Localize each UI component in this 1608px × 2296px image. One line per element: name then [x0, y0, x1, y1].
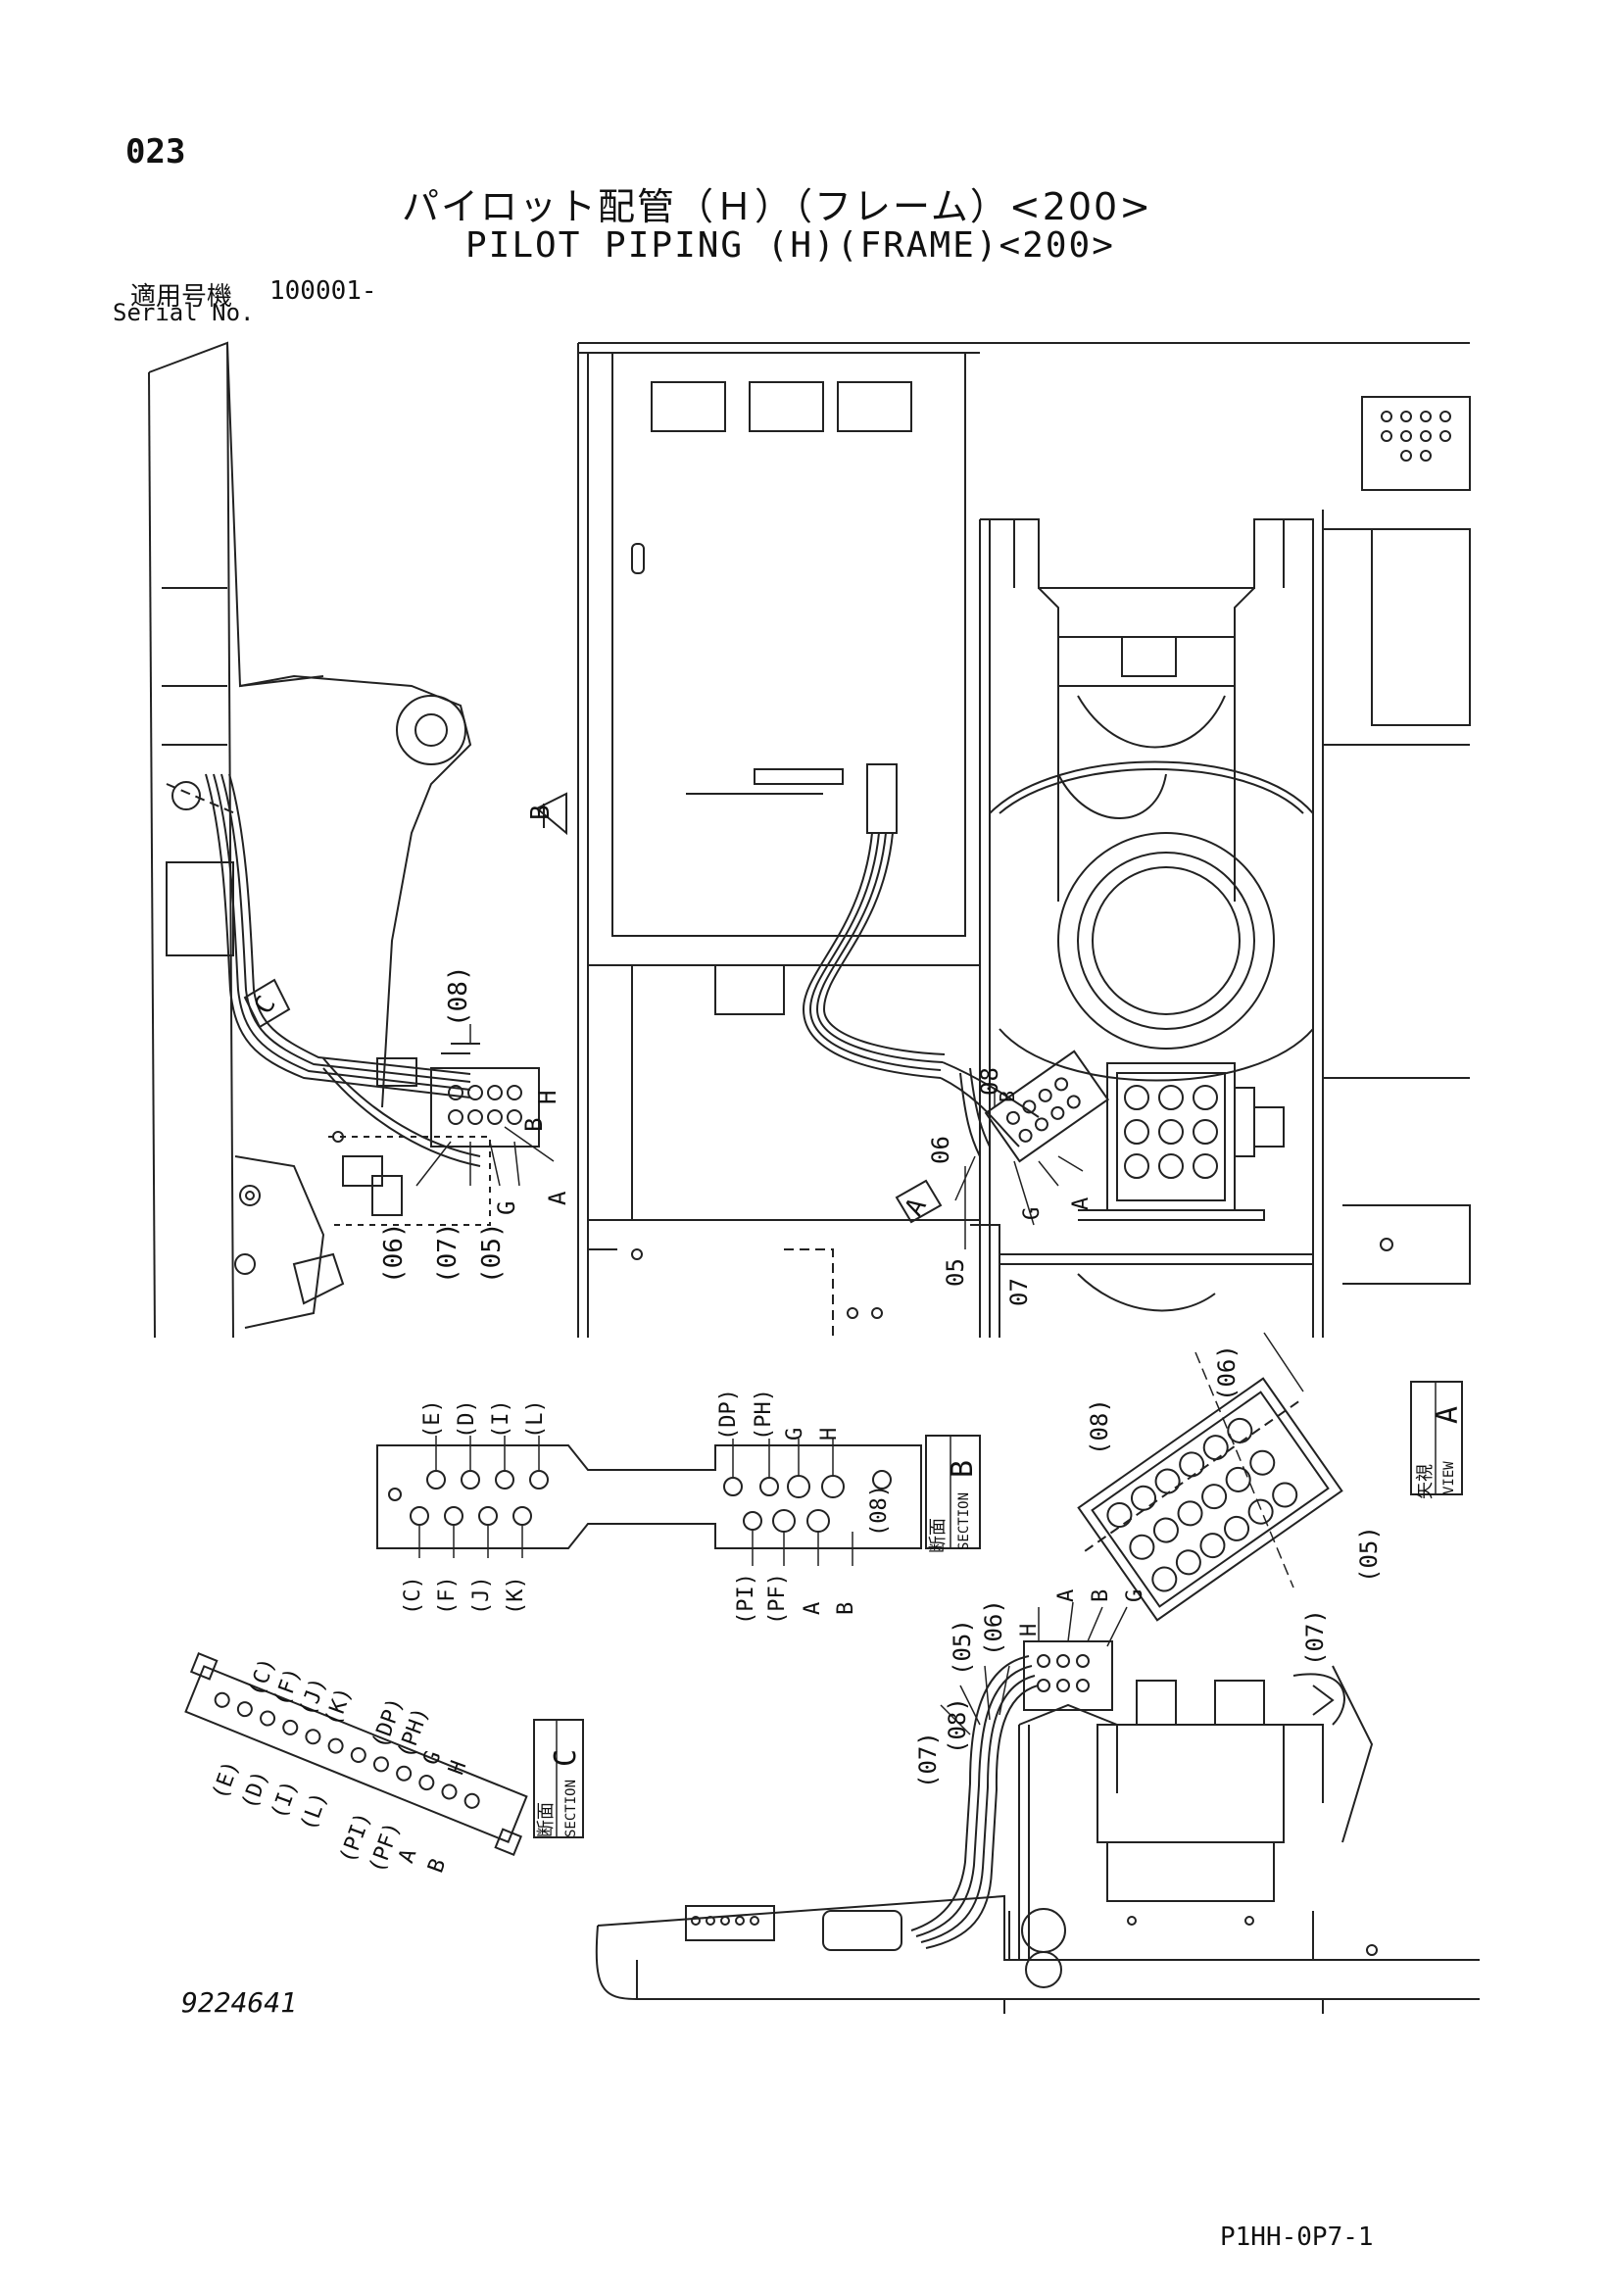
- viewa-05: (05): [1355, 1526, 1383, 1583]
- title-english: PILOT PIPING (H)(FRAME)<200>: [465, 225, 1115, 266]
- section-c-label-ja: 断面: [536, 1802, 557, 1837]
- section-b-label-en: SECTION: [956, 1492, 972, 1550]
- view-a-letter: A: [1431, 1406, 1465, 1424]
- secb-bot-c: (C): [401, 1576, 425, 1615]
- serial-label-english: Serial No.: [113, 299, 255, 326]
- callout-main-07: 07: [1005, 1278, 1033, 1306]
- iso-h: H: [1017, 1624, 1042, 1637]
- section-c-strip: [184, 1652, 528, 1857]
- serial-label-japanese: 適用号機: [130, 282, 233, 312]
- callout-left-h: H: [534, 1091, 561, 1104]
- secb-08: (08): [867, 1485, 892, 1537]
- secb-bot-pf: (PF): [765, 1573, 790, 1625]
- callout-left-08: (08): [444, 965, 473, 1027]
- callout-main-05: 05: [942, 1258, 969, 1287]
- isometric-valve-block: [1023, 1640, 1113, 1711]
- section-c-letter: C: [549, 1749, 583, 1767]
- callout-left-06: (06): [379, 1222, 409, 1284]
- callout-left-05: (05): [477, 1222, 507, 1284]
- section-b-arrow: [535, 792, 567, 836]
- isometric-leaders: [940, 1601, 1128, 1735]
- secc-lo-b: B: [423, 1856, 451, 1877]
- viewa-06: (06): [1213, 1344, 1241, 1401]
- callout-left-g: G: [493, 1201, 520, 1215]
- secc-lo-l: (L): [296, 1789, 332, 1834]
- page-code: P1HH-0P7-1: [1220, 2223, 1374, 2252]
- right-frame-body: [979, 396, 1471, 1338]
- secb-top-i: (I): [489, 1399, 513, 1439]
- left-valve-block: [430, 1043, 540, 1148]
- section-c-label-box: [533, 1719, 584, 1838]
- secb-top-l: (L): [523, 1399, 548, 1439]
- main-leaders: [415, 1024, 1084, 1249]
- secc-lo-a: A: [394, 1846, 421, 1867]
- callout-main-06: 06: [927, 1136, 954, 1164]
- secb-bot-b: B: [834, 1602, 858, 1615]
- serial-value: 100001-: [269, 276, 377, 306]
- marker-a-letter: A: [900, 1193, 933, 1221]
- iso-b: B: [1089, 1589, 1113, 1602]
- view-a-label-en: VIEW: [1441, 1461, 1457, 1494]
- secb-bot-k: (K): [504, 1576, 528, 1615]
- secc-lo-i: (I): [267, 1778, 303, 1823]
- marker-b-letter: B: [526, 805, 556, 820]
- iso-08: (08): [944, 1697, 971, 1754]
- callout-main-b: B: [996, 1091, 1019, 1102]
- section-c-arrow: [243, 978, 291, 1029]
- section-b-label-box: [925, 1435, 981, 1549]
- view-a-label-ja: 矢視: [1415, 1464, 1436, 1499]
- iso-06: (06): [980, 1599, 1007, 1656]
- secb-bot-pi: (PI): [734, 1573, 758, 1625]
- callout-main-a: A: [1069, 1197, 1094, 1210]
- callout-left-07: (07): [433, 1222, 463, 1284]
- section-b-plate: [376, 1444, 922, 1549]
- viewa-07: (07): [1301, 1609, 1329, 1666]
- title-japanese: パイロット配管（Ｈ）（フレーム）<200>: [402, 185, 1153, 228]
- section-b-leaders: [418, 1436, 853, 1566]
- part-number: 9224641: [181, 1986, 298, 2019]
- main-pilot-valve-block: [984, 1050, 1110, 1163]
- isometric-hose-bundle: [910, 1655, 1039, 1949]
- secb-bot-a: A: [801, 1602, 825, 1615]
- iso-a: A: [1054, 1589, 1079, 1602]
- secb-top-ph: (PH): [752, 1389, 776, 1441]
- view-a-arrow: [895, 1179, 943, 1224]
- secc-up-g: G: [418, 1748, 446, 1769]
- section-c-label-en: SECTION: [563, 1780, 579, 1837]
- left-hose-bundle: [205, 773, 481, 1167]
- section-b-letter: B: [946, 1460, 980, 1478]
- iso-g: G: [1123, 1589, 1147, 1602]
- callout-left-b: B: [520, 1118, 548, 1132]
- page-number: 023: [125, 132, 186, 171]
- isometric-assembly: [595, 1665, 1480, 2014]
- view-a-label-box: [1410, 1381, 1463, 1495]
- secc-lo-e: (E): [208, 1758, 244, 1803]
- secb-top-g: G: [783, 1428, 807, 1441]
- secb-top-h: H: [817, 1428, 842, 1441]
- secb-top-e: (E): [420, 1399, 445, 1439]
- callout-main-08: 08: [976, 1067, 1003, 1096]
- callout-main-g: G: [1020, 1207, 1045, 1220]
- main-frame-outline: [577, 342, 1470, 1338]
- secb-bot-f: (F): [435, 1576, 460, 1615]
- view-a-block: [1077, 1377, 1343, 1622]
- left-frame-outline: [148, 341, 491, 1339]
- secc-up-h: H: [444, 1758, 471, 1779]
- secb-bot-j: (J): [469, 1576, 494, 1615]
- viewa-08: (08): [1086, 1398, 1113, 1455]
- iso-05: (05): [949, 1619, 976, 1676]
- secc-lo-d: (D): [237, 1768, 273, 1813]
- section-b-label-ja: 断面: [928, 1518, 949, 1553]
- secb-top-d: (D): [455, 1399, 479, 1439]
- secb-top-dp: (DP): [716, 1389, 741, 1441]
- callout-left-a: A: [544, 1191, 571, 1205]
- main-control-valve: [1078, 1062, 1285, 1221]
- iso-07: (07): [914, 1732, 942, 1788]
